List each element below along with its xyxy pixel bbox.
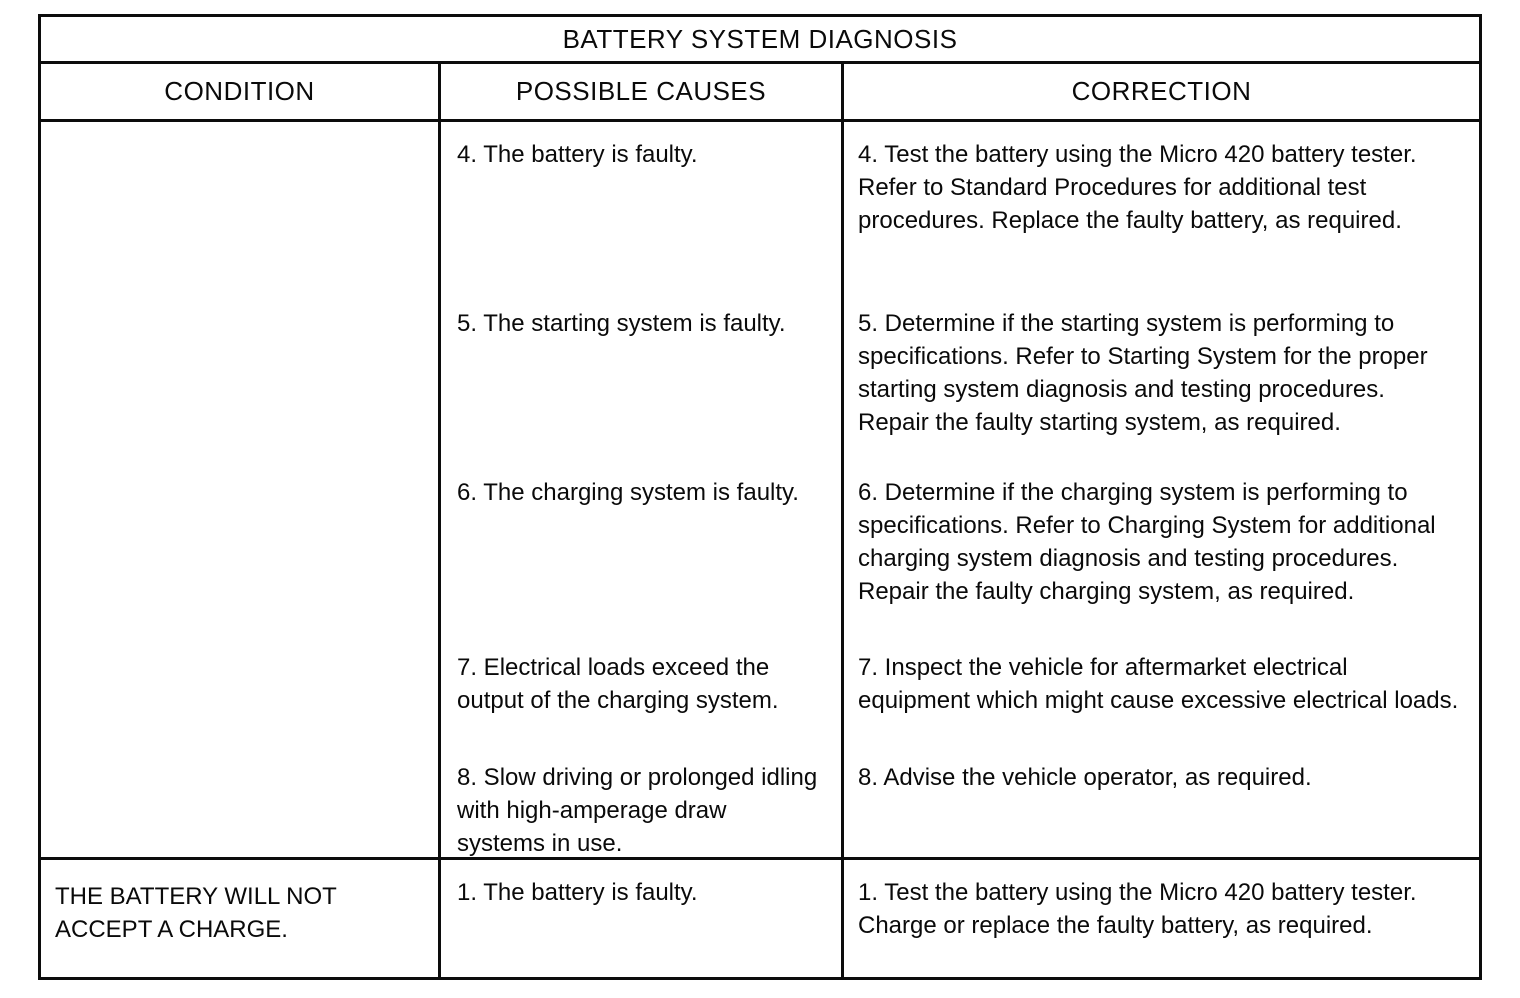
cause-correction-list: 4. The battery is faulty. 4. Test the ba… bbox=[441, 122, 1479, 861]
cause-correction-list: 1. The battery is faulty. 1. Test the ba… bbox=[441, 860, 1479, 977]
correction-cell: 6. Determine if the charging system is p… bbox=[858, 479, 1436, 606]
cause-correction-pair: 1. The battery is faulty. 1. Test the ba… bbox=[441, 860, 1479, 977]
cause-correction-pair: 8. Slow driving or prolonged idling with… bbox=[441, 745, 1479, 861]
table-header-row: CONDITION POSSIBLE CAUSES CORRECTION bbox=[41, 64, 1479, 122]
condition-cell-empty bbox=[41, 122, 441, 857]
possible-cause-cell: 7. Electrical loads exceed the output of… bbox=[441, 635, 844, 745]
correction-cell: 7. Inspect the vehicle for aftermarket e… bbox=[858, 654, 1459, 715]
column-header-correction: CORRECTION bbox=[1071, 76, 1252, 106]
battery-diagnosis-table: BATTERY SYSTEM DIAGNOSIS CONDITION POSSI… bbox=[38, 14, 1482, 980]
condition-cell: THE BATTERY WILL NOT ACCEPT A CHARGE. bbox=[41, 860, 441, 977]
column-header-condition: CONDITION bbox=[41, 64, 441, 119]
table-title: BATTERY SYSTEM DIAGNOSIS bbox=[41, 17, 1479, 64]
possible-cause-cell: 1. The battery is faulty. bbox=[441, 860, 844, 977]
table-row: THE BATTERY WILL NOT ACCEPT A CHARGE. 1.… bbox=[41, 857, 1479, 977]
possible-cause-cell: 4. The battery is faulty. bbox=[441, 122, 844, 291]
column-header-possible-causes: POSSIBLE CAUSES bbox=[441, 64, 844, 119]
cause-correction-pair: 6. The charging system is faulty. 6. Det… bbox=[441, 460, 1479, 635]
correction-cell: 8. Advise the vehicle operator, as requi… bbox=[858, 764, 1312, 791]
cause-correction-pair: 5. The starting system is faulty. 5. Det… bbox=[441, 291, 1479, 460]
table-row: 4. The battery is faulty. 4. Test the ba… bbox=[41, 122, 1479, 861]
possible-cause-cell: 5. The starting system is faulty. bbox=[441, 291, 844, 460]
correction-cell: 4. Test the battery using the Micro 420 … bbox=[858, 141, 1417, 235]
cause-correction-pair: 4. The battery is faulty. 4. Test the ba… bbox=[441, 122, 1479, 291]
possible-cause-cell: 8. Slow driving or prolonged idling with… bbox=[441, 745, 844, 861]
correction-cell: 1. Test the battery using the Micro 420 … bbox=[858, 879, 1417, 940]
cause-correction-pair: 7. Electrical loads exceed the output of… bbox=[441, 635, 1479, 745]
correction-cell: 5. Determine if the starting system is p… bbox=[858, 310, 1428, 437]
possible-cause-cell: 6. The charging system is faulty. bbox=[441, 460, 844, 635]
